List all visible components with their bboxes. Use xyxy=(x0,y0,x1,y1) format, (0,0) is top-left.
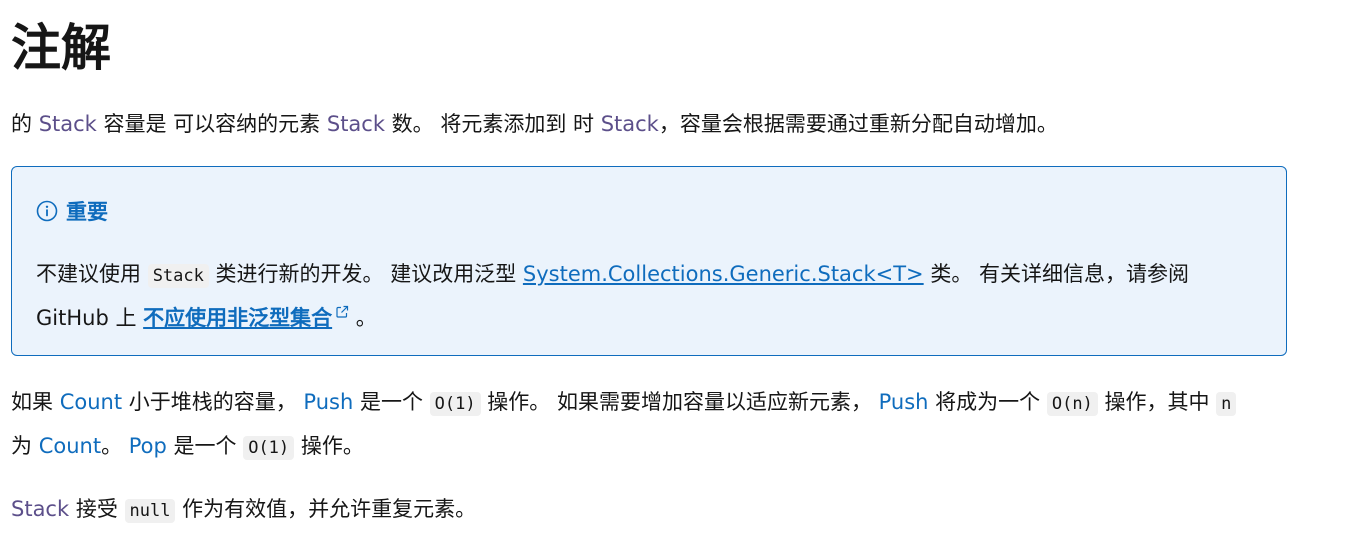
generic-stack-link[interactable]: System.Collections.Generic.Stack<T> xyxy=(522,262,924,286)
text: 是一个 xyxy=(353,390,430,414)
text: 不建议使用 xyxy=(36,262,148,286)
text: 接受 xyxy=(69,497,125,521)
text: 。 xyxy=(101,434,129,458)
text: 数。 将元素添加到 时 xyxy=(385,112,601,136)
count-reference: Count xyxy=(38,434,102,458)
alert-title: 重要 xyxy=(36,195,108,227)
stack-reference: Stack xyxy=(11,497,70,521)
inline-code: Stack xyxy=(147,264,209,288)
info-circle-icon xyxy=(36,200,58,222)
stack-reference: Stack xyxy=(326,112,385,136)
inline-code: O(1) xyxy=(243,436,295,460)
text: 操作。 如果需要增加容量以适应新元素， xyxy=(480,390,879,414)
complexity-paragraph: 如果 Count 小于堆栈的容量， Push 是一个 O(1) 操作。 如果需要… xyxy=(11,381,1251,469)
important-alert: 重要 不建议使用 Stack 类进行新的开发。 建议改用泛型 System.Co… xyxy=(11,166,1287,356)
alert-body: 不建议使用 Stack 类进行新的开发。 建议改用泛型 System.Colle… xyxy=(36,253,1268,339)
count-reference: Count xyxy=(59,390,123,414)
null-paragraph: Stack 接受 null 作为有效值，并允许重复元素。 xyxy=(11,488,476,532)
text: 小于堆栈的容量， xyxy=(122,390,304,414)
text: 容量是 可以容纳的元素 xyxy=(96,112,327,136)
text: 。 xyxy=(349,306,377,330)
inline-code: n xyxy=(1216,392,1237,416)
external-link-icon xyxy=(336,305,349,318)
stack-reference: Stack xyxy=(38,112,97,136)
push-reference: Push xyxy=(303,390,354,414)
text: 类进行新的开发。 建议改用泛型 xyxy=(208,262,523,286)
text: 将成为一个 xyxy=(928,390,1047,414)
page-title: 注解 xyxy=(11,19,111,77)
text: 操作，其中 xyxy=(1097,390,1217,414)
text: 如果 xyxy=(11,390,60,414)
text: ，容量会根据需要通过重新分配自动增加。 xyxy=(658,112,1058,136)
inline-code: null xyxy=(124,499,176,523)
text: 作为有效值，并允许重复元素。 xyxy=(175,497,477,521)
alert-title-label: 重要 xyxy=(66,200,108,224)
non-generic-collections-link[interactable]: 不应使用非泛型集合 xyxy=(143,305,349,330)
push-reference: Push xyxy=(878,390,929,414)
pop-reference: Pop xyxy=(128,434,167,458)
text: 是一个 xyxy=(166,434,244,458)
link-label: 不应使用非泛型集合 xyxy=(143,306,333,330)
inline-code: O(1) xyxy=(429,392,481,416)
text: 的 xyxy=(11,112,39,136)
stack-reference: Stack xyxy=(600,112,659,136)
inline-code: O(n) xyxy=(1046,392,1098,416)
text: 操作。 xyxy=(294,434,364,458)
text: 类。 有关详细信息，请参阅 GitHub 上 xyxy=(36,262,1190,330)
capacity-paragraph: 的 Stack 容量是 可以容纳的元素 Stack 数。 将元素添加到 时 St… xyxy=(11,103,1058,145)
text: 为 xyxy=(11,434,39,458)
